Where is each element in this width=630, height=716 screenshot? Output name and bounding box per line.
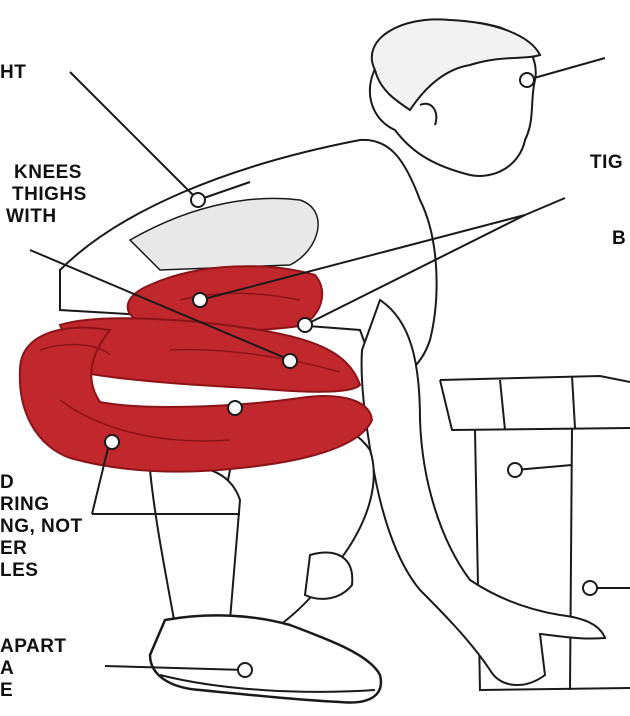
label-line: HT <box>0 62 26 84</box>
label-line: NG, NOT <box>0 516 83 538</box>
dot-head <box>520 73 534 87</box>
dot-shoe <box>238 663 252 677</box>
dot-upper-back-muscle <box>193 293 207 307</box>
dot-hip-muscle <box>283 354 297 368</box>
dot-buttock-muscle <box>105 435 119 449</box>
label-knees: KNEES THIGHS WITH <box>0 162 87 228</box>
label-feet: APART A E <box>0 636 67 702</box>
shoe <box>150 615 381 702</box>
label-line: THIGHS <box>0 184 87 206</box>
label-top-left: HT <box>0 62 26 84</box>
label-right-mid: B <box>612 228 626 250</box>
label-line: D <box>0 472 83 494</box>
dot-back <box>191 193 205 207</box>
label-line: A <box>0 658 67 680</box>
head <box>370 19 540 176</box>
arm <box>362 300 605 685</box>
dot-hand <box>583 581 597 595</box>
dot-crate <box>508 463 522 477</box>
label-right-top: TIG <box>590 152 623 174</box>
label-line: B <box>612 228 626 250</box>
label-line: E <box>0 680 67 702</box>
label-line: ER <box>0 538 83 560</box>
dot-thigh-muscle <box>228 401 242 415</box>
label-line: KNEES <box>0 162 87 184</box>
label-line: RING <box>0 494 83 516</box>
label-legs: D RING NG, NOT ER LES <box>0 472 83 582</box>
dot-lower-back-muscle <box>298 318 312 332</box>
label-line: LES <box>0 560 83 582</box>
label-line: WITH <box>0 206 87 228</box>
label-line: TIG <box>590 152 623 174</box>
label-line: APART <box>0 636 67 658</box>
